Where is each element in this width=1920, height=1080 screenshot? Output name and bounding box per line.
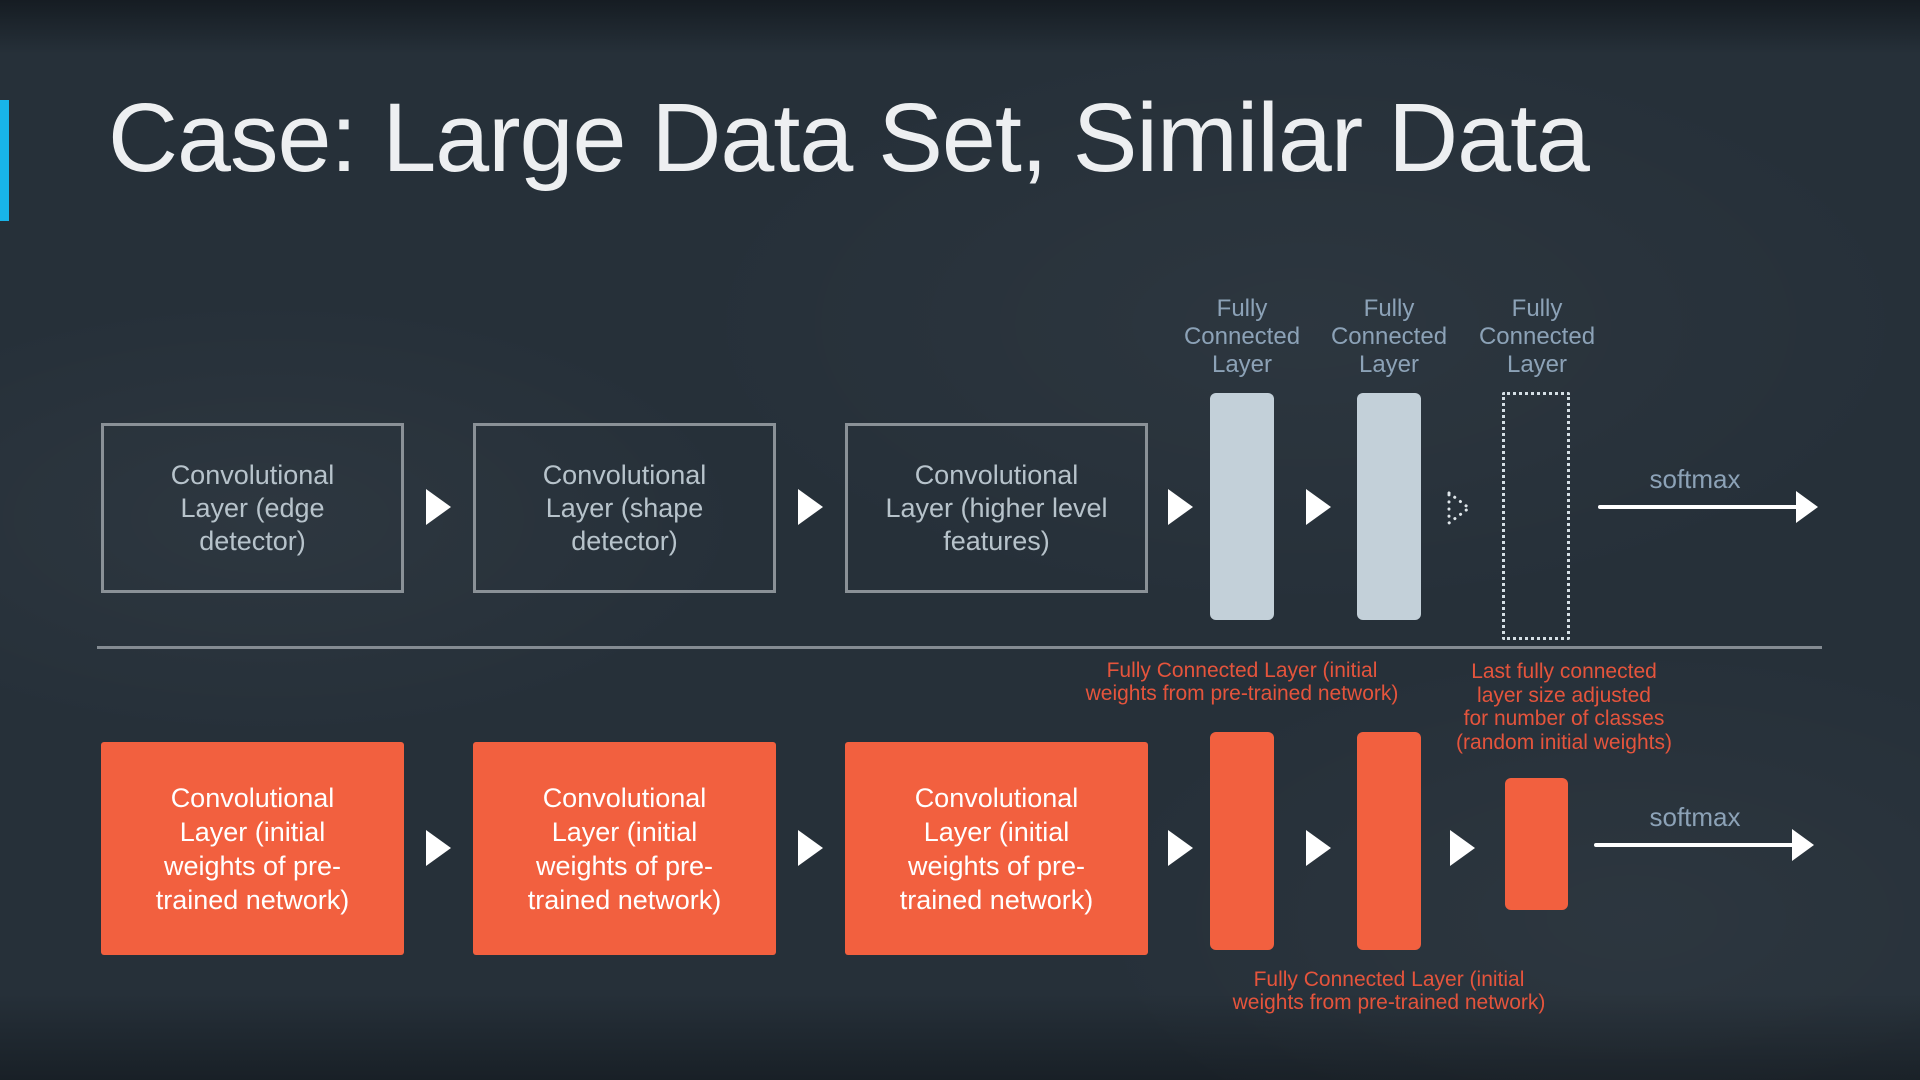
conv-layer-box-label: Convolutional Layer (shape detector) [542,459,707,556]
annotation-line: weights from pre-trained network) [1232,990,1546,1014]
fc-layer-bar-adjusted-size [1505,778,1568,910]
title-accent-bar [0,100,9,221]
arrow-shaft [1594,843,1794,847]
annotation-line: layer size adjusted [1477,683,1651,707]
annotation-last-fc-adjusted: Last fully connected layer size adjusted… [1444,660,1684,754]
dotted-arrow-right-icon [1447,490,1472,526]
divider-line [97,646,1822,649]
softmax-arrow-icon [1598,491,1820,523]
arrow-head [1792,829,1814,861]
slide-title: Case: Large Data Set, Similar Data [108,83,1590,192]
fc-layer-bar-pretrained [1210,732,1274,950]
fc-layer-bar [1210,393,1274,620]
fc-layer-placeholder-dotted-box [1502,392,1570,640]
annotation-line: weights from pre-trained network) [1085,681,1399,705]
arrow-head [1796,491,1818,523]
softmax-label: softmax [1649,802,1741,832]
fc-layer-bar [1357,393,1421,620]
arrow-right-icon [798,830,823,866]
fc-layer-label: Fully Connected Layer [1183,295,1301,378]
fc-layer-label: Fully Connected Layer [1330,295,1448,378]
conv-layer-box-label: Convolutional Layer (initial weights of … [527,782,722,915]
conv-layer-box-pretrained-weights: Convolutional Layer (initial weights of … [473,742,776,955]
arrow-right-icon [1306,830,1331,866]
arrow-right-icon [426,489,451,525]
annotation-line: (random initial weights) [1456,730,1672,754]
arrow-right-icon [1168,489,1193,525]
arrow-right-icon [798,489,823,525]
conv-layer-box-edge-detector: Convolutional Layer (edge detector) [101,423,404,593]
conv-layer-box-shape-detector: Convolutional Layer (shape detector) [473,423,776,593]
softmax-arrow-icon [1594,829,1820,861]
arrow-right-icon [1306,489,1331,525]
annotation-line: Fully Connected Layer (initial [1106,659,1378,682]
conv-layer-box-higher-features: Convolutional Layer (higher level featur… [845,423,1148,593]
annotation-fc-initial-weights-top: Fully Connected Layer (initial weights f… [1072,659,1412,705]
conv-layer-box-label: Convolutional Layer (initial weights of … [899,782,1094,915]
fc-layer-bar-pretrained [1357,732,1421,950]
conv-layer-box-pretrained-weights: Convolutional Layer (initial weights of … [845,742,1148,955]
conv-layer-box-label: Convolutional Layer (edge detector) [170,459,335,556]
arrow-right-icon [1450,830,1475,866]
annotation-line: Fully Connected Layer (initial [1253,968,1525,991]
annotation-line: for number of classes [1463,707,1665,730]
annotation-fc-initial-weights-bottom: Fully Connected Layer (initial weights f… [1219,968,1559,1014]
fc-layer-label: Fully Connected Layer [1478,295,1596,378]
conv-layer-box-pretrained-weights: Convolutional Layer (initial weights of … [101,742,404,955]
conv-layer-box-label: Convolutional Layer (initial weights of … [155,782,350,915]
annotation-line: Last fully connected [1471,660,1657,683]
arrow-right-icon [1168,830,1193,866]
arrow-right-icon [426,830,451,866]
arrow-shaft [1598,505,1798,509]
softmax-label: softmax [1649,464,1741,494]
conv-layer-box-label: Convolutional Layer (higher level featur… [885,459,1108,556]
